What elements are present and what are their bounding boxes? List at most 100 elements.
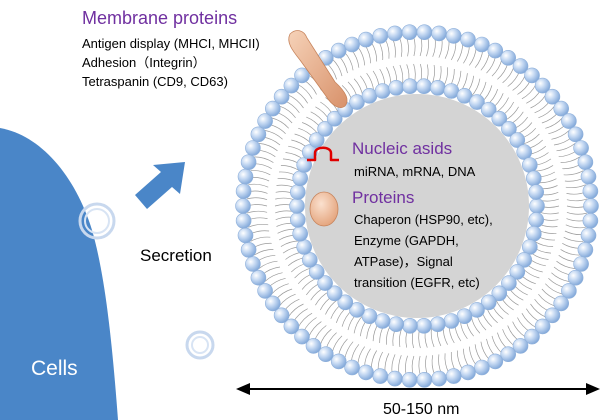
outer-lipid-head: [534, 318, 551, 335]
lipid-tail: [279, 105, 296, 119]
outer-lipid-head: [580, 168, 597, 185]
inner-lipid-head: [416, 317, 432, 334]
outer-lipid-head: [387, 370, 403, 387]
inner-lipid-head: [516, 252, 533, 268]
inner-lipid-head: [317, 121, 333, 137]
lipid-tail: [565, 224, 586, 229]
lipid-tail: [248, 223, 269, 228]
nucleic-acids-heading: Nucleic asids: [352, 139, 452, 158]
outer-lipid-head: [474, 36, 490, 53]
inner-lipid-head: [429, 80, 446, 96]
lipid-tail: [430, 327, 435, 348]
lipid-tail: [530, 303, 546, 318]
outer-lipid-head: [372, 28, 389, 44]
outer-lipid-head: [344, 36, 360, 53]
inner-lipid-head: [349, 94, 365, 110]
lipid-tail: [288, 94, 304, 109]
outer-lipid-head: [294, 328, 310, 345]
inner-lipid-head: [337, 294, 354, 311]
outer-lipid-head: [372, 368, 389, 384]
inner-lipid-head: [361, 308, 378, 325]
inner-lipid-head: [402, 78, 418, 94]
small-vesicle-2: [185, 330, 215, 360]
inner-lipid-head: [491, 110, 508, 127]
inner-lipid-head: [374, 313, 391, 329]
lipid-tail: [495, 299, 509, 315]
lipid-tail: [551, 272, 570, 282]
lipid-tail: [566, 198, 588, 202]
inner-lipid-head: [388, 80, 405, 96]
protein-icon: [309, 191, 339, 227]
outer-lipid-head: [561, 113, 577, 129]
inner-lipid-head: [469, 302, 485, 318]
inner-lipid-head: [525, 225, 542, 242]
outer-lipid-head: [577, 242, 594, 258]
lipid-tail: [521, 313, 537, 328]
outer-lipid-head: [330, 353, 347, 370]
lipid-tail: [556, 143, 576, 152]
outer-lipid-head: [294, 67, 310, 84]
outer-lipid-head: [240, 242, 257, 258]
lipid-tail: [512, 321, 526, 338]
outer-lipid-head: [401, 24, 418, 41]
outer-lipid-head: [553, 295, 570, 312]
exosome-core: [305, 94, 529, 318]
inner-lipid-head: [388, 316, 405, 333]
secretion-label: Secretion: [140, 246, 212, 265]
outer-lipid-head: [305, 338, 322, 354]
outer-lipid-head: [567, 269, 584, 286]
outer-lipid-head: [524, 67, 540, 84]
inner-lipid-head: [308, 132, 325, 148]
inner-lipid-head: [349, 302, 365, 318]
inner-lipid-head: [501, 121, 517, 137]
inner-lipid-head: [480, 101, 497, 118]
lipid-tail: [556, 260, 576, 269]
inner-lipid-head: [443, 313, 460, 329]
outer-lipid-head: [580, 227, 597, 244]
inner-lipid-head: [289, 184, 306, 200]
outer-lipid-head: [283, 318, 300, 335]
outer-lipid-head: [264, 295, 281, 312]
inner-lipid-head: [402, 317, 418, 334]
lipid-tail: [264, 272, 283, 282]
outer-lipid-head: [273, 307, 290, 324]
outer-lipid-head: [250, 126, 267, 143]
outer-lipid-head: [257, 113, 273, 129]
outer-lipid-head: [561, 283, 577, 299]
outer-lipid-head: [474, 359, 490, 376]
lipid-tail: [258, 260, 278, 269]
lipid-tail: [538, 105, 555, 119]
outer-lipid-head: [553, 100, 570, 117]
lipid-tail: [250, 236, 271, 242]
lipid-tail: [563, 236, 584, 242]
secretion-arrow: [135, 162, 185, 209]
inner-lipid-head: [292, 225, 309, 242]
lipid-tail: [545, 283, 563, 295]
lipid-tail: [254, 156, 274, 163]
lipid-tail: [279, 293, 296, 307]
nucleic-acids-text: miRNA, mRNA, DNA: [354, 164, 476, 179]
lipid-tail: [545, 117, 563, 129]
lipid-tail: [560, 156, 580, 163]
outer-lipid-head: [445, 28, 462, 44]
outer-lipid-head: [416, 24, 433, 41]
outer-lipid-head: [583, 198, 599, 214]
inner-lipid-head: [308, 264, 325, 280]
outer-lipid-head: [264, 100, 281, 117]
lipid-tail: [248, 183, 269, 188]
outer-lipid-head: [567, 126, 584, 143]
outer-lipid-head: [500, 346, 517, 363]
outer-lipid-head: [460, 364, 476, 381]
lipid-tail: [297, 84, 313, 99]
membrane-protein-shape: [288, 30, 348, 108]
outer-lipid-head: [582, 213, 599, 229]
proteins-line-1: Chaperon (HSP90, etc),: [354, 212, 493, 227]
outer-lipid-head: [237, 227, 254, 244]
lipid-tail: [271, 283, 289, 295]
inner-lipid-head: [501, 275, 517, 291]
inner-lipid-head: [528, 184, 545, 200]
lipid-tail: [560, 249, 580, 256]
lipid-tail: [502, 329, 515, 346]
outer-lipid-head: [582, 183, 599, 199]
